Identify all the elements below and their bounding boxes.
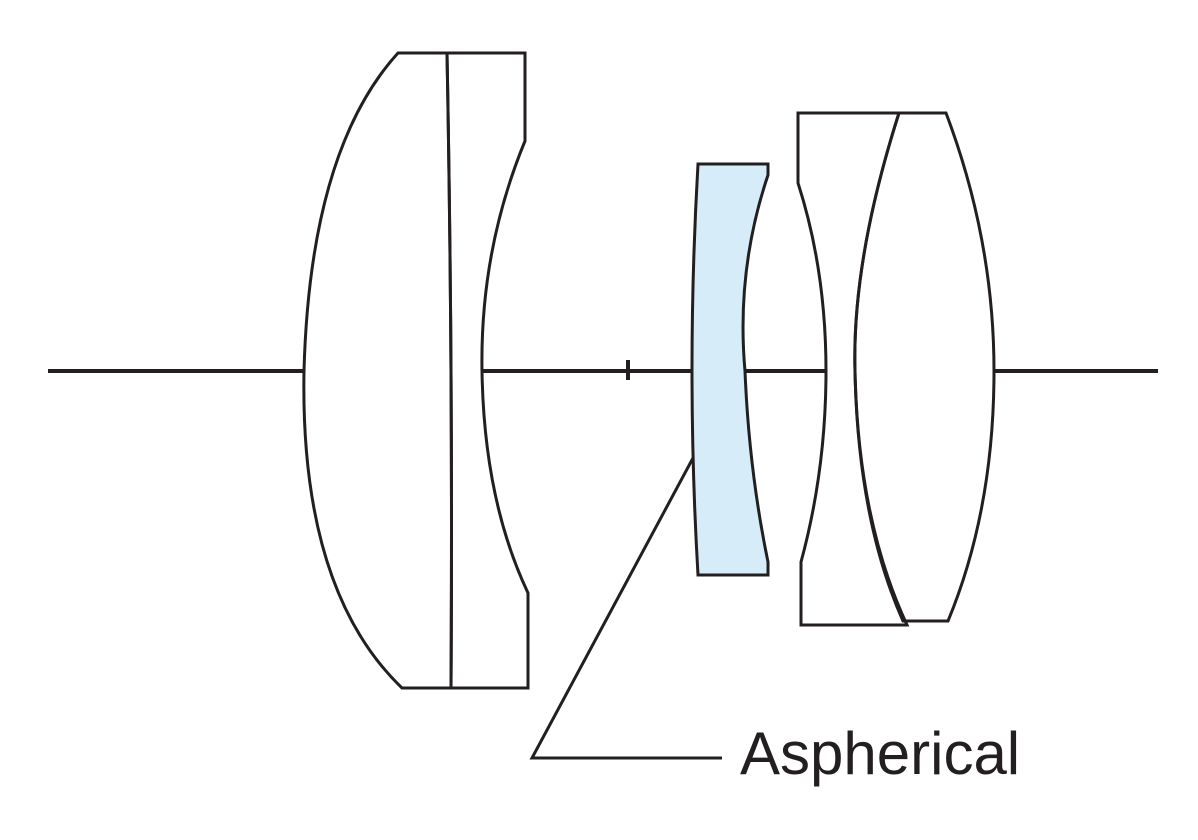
aspherical-lens-element — [690, 162, 770, 577]
aspherical-label: Aspherical — [740, 720, 1020, 787]
aspherical-leader-line — [529, 457, 722, 760]
lens-element-2 — [445, 51, 530, 690]
lens-element-1 — [302, 51, 453, 690]
lens-element-5 — [853, 111, 996, 623]
